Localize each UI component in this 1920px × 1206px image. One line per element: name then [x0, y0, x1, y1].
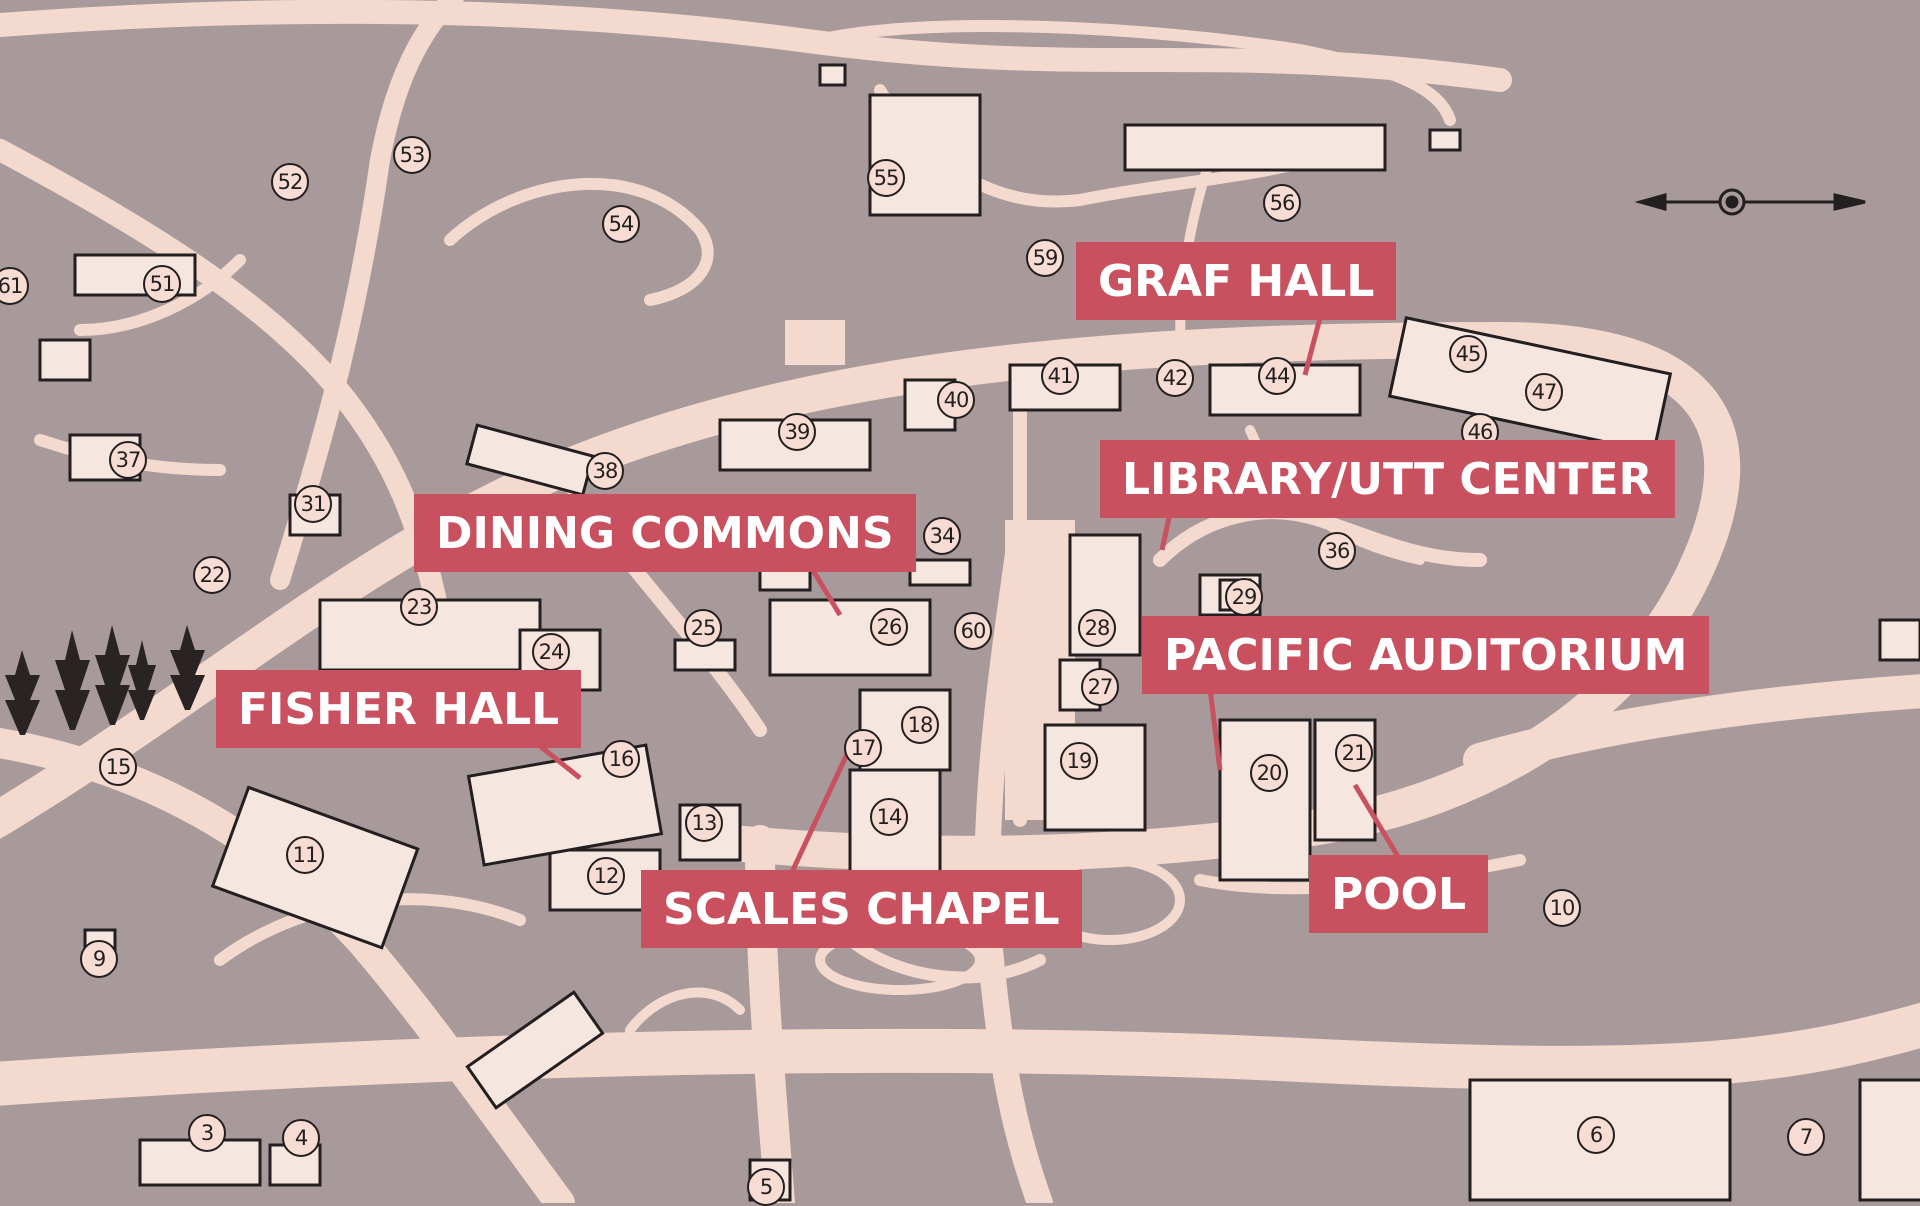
building-marker-9[interactable]: 9 [80, 940, 118, 978]
building-marker-42[interactable]: 42 [1156, 359, 1194, 397]
callout-fisher-hall[interactable]: FISHER HALL [216, 670, 582, 748]
pool-leader [1352, 783, 1403, 862]
callout-library-utt-center[interactable]: LIBRARY/UTT CENTER [1100, 440, 1675, 518]
building-marker-34[interactable]: 34 [923, 517, 961, 555]
building-marker-20[interactable]: 20 [1250, 754, 1288, 792]
road [444, 177, 714, 306]
building-marker-52[interactable]: 52 [271, 163, 309, 201]
building-marker-18[interactable]: 18 [901, 706, 939, 744]
building-marker-44[interactable]: 44 [1258, 357, 1296, 395]
callout-graf-hall[interactable]: GRAF HALL [1076, 242, 1397, 320]
building-marker-51[interactable]: 51 [143, 265, 181, 303]
building-marker-24[interactable]: 24 [532, 633, 570, 671]
building-marker-37[interactable]: 37 [109, 441, 147, 479]
building-marker-54[interactable]: 54 [602, 205, 640, 243]
building-marker-23[interactable]: 23 [400, 588, 438, 626]
callout-pacific-auditorium[interactable]: PACIFIC AUDITORIUM [1142, 616, 1710, 694]
building-marker-21[interactable]: 21 [1335, 734, 1373, 772]
tree-icon [5, 650, 40, 735]
building-marker-3[interactable]: 3 [188, 1114, 226, 1152]
building-marker-15[interactable]: 15 [99, 748, 137, 786]
building-marker-39[interactable]: 39 [778, 413, 816, 451]
building [868, 93, 982, 217]
road [814, 20, 1456, 126]
road [0, 0, 1512, 92]
building-marker-55[interactable]: 55 [867, 159, 905, 197]
road [270, 0, 465, 590]
tree-group [5, 625, 205, 735]
building-marker-26[interactable]: 26 [870, 608, 908, 646]
building-marker-28[interactable]: 28 [1078, 609, 1116, 647]
building-marker-53[interactable]: 53 [393, 136, 431, 174]
building-marker-22[interactable]: 22 [193, 556, 231, 594]
building-marker-19[interactable]: 19 [1060, 742, 1098, 780]
building [1218, 718, 1312, 882]
building-marker-7[interactable]: 7 [1787, 1118, 1825, 1156]
building-marker-45[interactable]: 45 [1449, 335, 1487, 373]
tree-icon [55, 630, 90, 730]
building-marker-10[interactable]: 10 [1543, 889, 1581, 927]
building [818, 63, 847, 87]
library-leader [1159, 512, 1173, 551]
building [1043, 723, 1147, 832]
building-marker-60[interactable]: 60 [954, 612, 992, 650]
building-marker-47[interactable]: 47 [1525, 373, 1563, 411]
building-marker-38[interactable]: 38 [586, 452, 624, 490]
callout-dining-commons[interactable]: DINING COMMONS [414, 494, 916, 572]
building-marker-56[interactable]: 56 [1263, 184, 1301, 222]
building-marker-59[interactable]: 59 [1026, 239, 1064, 277]
building [1878, 618, 1920, 662]
tree-icon [170, 625, 205, 710]
building-marker-5[interactable]: 5 [747, 1168, 785, 1206]
parking-lot [785, 320, 845, 365]
building-marker-41[interactable]: 41 [1041, 357, 1079, 395]
building [1428, 128, 1462, 152]
pacific-auditorium-leader [1207, 687, 1223, 771]
building [1123, 123, 1387, 172]
road [625, 987, 745, 1035]
building-marker-12[interactable]: 12 [587, 857, 625, 895]
building [38, 338, 92, 382]
building-marker-27[interactable]: 27 [1081, 668, 1119, 706]
graf-hall-leader [1302, 317, 1323, 376]
callout-scales-chapel[interactable]: SCALES CHAPEL [641, 870, 1082, 948]
building-marker-36[interactable]: 36 [1318, 532, 1356, 570]
building-marker-14[interactable]: 14 [870, 798, 908, 836]
building-marker-29[interactable]: 29 [1225, 578, 1263, 616]
road [844, 934, 1046, 984]
building-marker-61[interactable]: 61 [0, 267, 29, 305]
building-marker-6[interactable]: 6 [1577, 1116, 1615, 1154]
building-marker-31[interactable]: 31 [294, 485, 332, 523]
building-marker-13[interactable]: 13 [685, 804, 723, 842]
building-marker-40[interactable]: 40 [937, 381, 975, 419]
building [908, 558, 972, 587]
road [1463, 674, 1920, 777]
building-marker-16[interactable]: 16 [602, 740, 640, 778]
building [1858, 1078, 1920, 1202]
building [465, 990, 605, 1110]
scales-chapel-leader [789, 750, 851, 874]
building-marker-17[interactable]: 17 [844, 729, 882, 767]
tree-icon [128, 640, 156, 720]
building-marker-11[interactable]: 11 [286, 836, 324, 874]
road [74, 254, 246, 336]
tree-icon [95, 625, 130, 725]
building [768, 598, 932, 677]
building-marker-4[interactable]: 4 [282, 1119, 320, 1157]
north-arrow-icon [1634, 188, 1866, 216]
callout-pool[interactable]: POOL [1309, 855, 1489, 933]
road [0, 1002, 1920, 1106]
building-marker-25[interactable]: 25 [684, 609, 722, 647]
